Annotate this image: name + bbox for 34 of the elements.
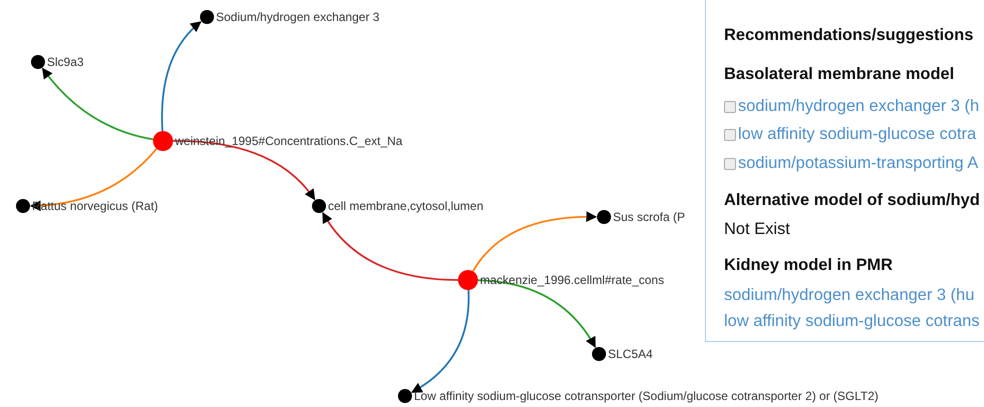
arrow <box>472 212 598 272</box>
section-heading: Alternative model of sodium/hyd <box>724 191 980 210</box>
arrow <box>322 212 458 281</box>
section-heading: Basolateral membrane model <box>724 65 954 84</box>
link: low affinity sodium-glucose cotra <box>738 125 976 144</box>
graph-node <box>312 198 484 214</box>
node-label: Low affinity sodium-glucose cotransporter (Sodium/glucose cotransporter 2) or (SGLT2) <box>414 389 878 403</box>
graph-node <box>31 54 84 70</box>
arrow <box>161 21 202 132</box>
link: sodium/potassium-transporting A <box>738 154 978 173</box>
link: sodium/hydrogen exchanger 3 (h <box>738 97 980 116</box>
link: low affinity sodium-glucose cotrans <box>724 312 980 331</box>
arrow <box>42 68 154 140</box>
arrow <box>172 140 316 200</box>
graph-node <box>592 346 653 362</box>
node-label: mackenzie_1996.cellml#rate_cons <box>480 273 664 287</box>
graph-node <box>153 133 402 149</box>
graph-node <box>398 388 878 404</box>
node-label: cell membrane,cytosol,lumen <box>328 199 484 213</box>
text: Not Exist <box>724 220 790 239</box>
graph-node <box>200 9 380 25</box>
node-label: Sus scrofa (P <box>613 210 686 224</box>
section-heading: Recommendations/suggestions <box>724 26 974 45</box>
arrow <box>30 148 158 211</box>
arrow <box>478 279 596 348</box>
section-heading: Kidney model in PMR <box>724 256 893 275</box>
arrow <box>411 290 470 393</box>
link: sodium/hydrogen exchanger 3 (hu <box>724 286 974 305</box>
node-label: Slc9a3 <box>47 55 84 69</box>
node-label: Sodium/hydrogen exchanger 3 <box>216 10 380 24</box>
graph-node <box>458 272 664 288</box>
graph-node <box>597 209 686 225</box>
node-label: SLC5A4 <box>608 347 653 361</box>
node-label: weinstein_1995#Concentrations.C_ext_Na <box>175 134 402 148</box>
